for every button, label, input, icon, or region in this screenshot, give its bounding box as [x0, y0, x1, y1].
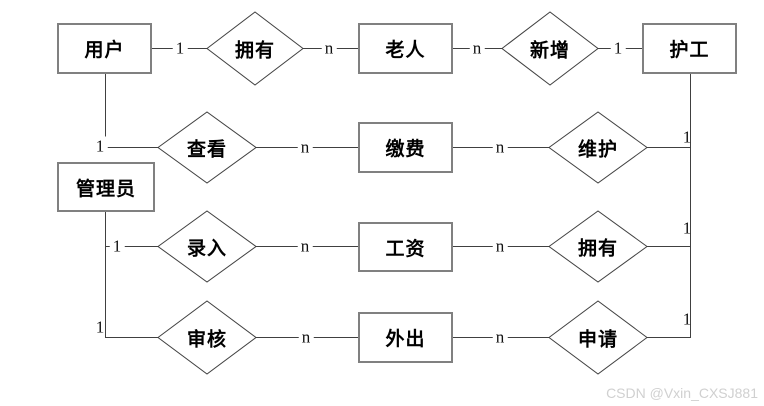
relationship-audit-label: 审核: [186, 329, 228, 351]
csdn-watermark: CSDN @Vxin_CXSJ881: [606, 385, 758, 401]
relationship-add-label: 新增: [529, 40, 571, 62]
cardinality-payment-maintain: n: [492, 137, 508, 157]
cardinality-own-caregiver: 1: [682, 218, 692, 238]
entity-admin: 管理员: [57, 162, 155, 212]
diamond-enter: [157, 210, 257, 283]
relationship-view-label: 查看: [186, 139, 228, 161]
diamond-own-2: [548, 210, 648, 283]
entity-payment: 缴费: [358, 122, 453, 173]
cardinality-elder-add: n: [469, 38, 485, 58]
relationship-maintain-label: 维护: [577, 139, 619, 161]
cardinality-user-view: 1: [92, 136, 108, 156]
diamond-own-1: [206, 11, 304, 86]
cardinality-admin-audit: 1: [95, 317, 105, 337]
diamond-view: [157, 111, 257, 184]
cardinality-audit-outing: n: [298, 327, 314, 347]
cardinality-apply-caregiver: 1: [682, 309, 692, 329]
entity-outing: 外出: [358, 312, 453, 363]
diamond-apply: [548, 300, 648, 375]
relationship-enter-label: 录入: [186, 238, 228, 260]
diamond-maintain: [548, 111, 648, 184]
cardinality-admin-enter: 1: [109, 236, 125, 256]
cardinality-maintain-caregiver: 1: [682, 127, 692, 147]
cardinality-add-caregiver: 1: [610, 38, 626, 58]
relationship-apply-label: 申请: [577, 329, 619, 351]
relationship-own-1-label: 拥有: [234, 40, 276, 62]
diamond-audit: [157, 300, 257, 375]
cardinality-own-elder: n: [321, 38, 337, 58]
entity-caregiver: 护工: [642, 23, 737, 74]
cardinality-salary-own: n: [492, 236, 508, 256]
cardinality-user-own: 1: [172, 38, 188, 58]
diamond-add: [501, 11, 599, 86]
entity-elder: 老人: [358, 23, 453, 74]
cardinality-outing-apply: n: [492, 327, 508, 347]
cardinality-view-payment: n: [297, 137, 313, 157]
cardinality-enter-salary: n: [297, 236, 313, 256]
entity-salary: 工资: [358, 222, 453, 272]
entity-user: 用户: [57, 23, 152, 74]
relationship-own-2-label: 拥有: [577, 238, 619, 260]
